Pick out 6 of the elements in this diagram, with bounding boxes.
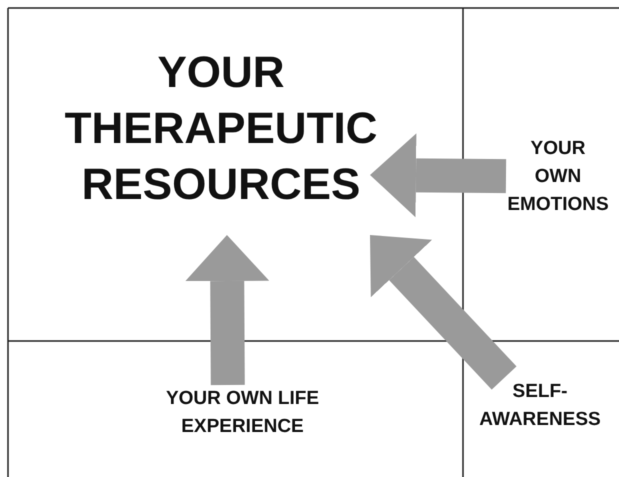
node-label: YOUR OWN EMOTIONS <box>506 137 610 217</box>
node-label: YOUR OWN LIFE EXPERIENCE <box>164 387 320 439</box>
block-arrow <box>185 235 270 386</box>
heading-text: YOUR THERAPEUTIC RESOURCES <box>64 47 378 211</box>
node-label: SELF-AWARENESS <box>478 380 602 432</box>
block-arrow <box>370 133 506 218</box>
